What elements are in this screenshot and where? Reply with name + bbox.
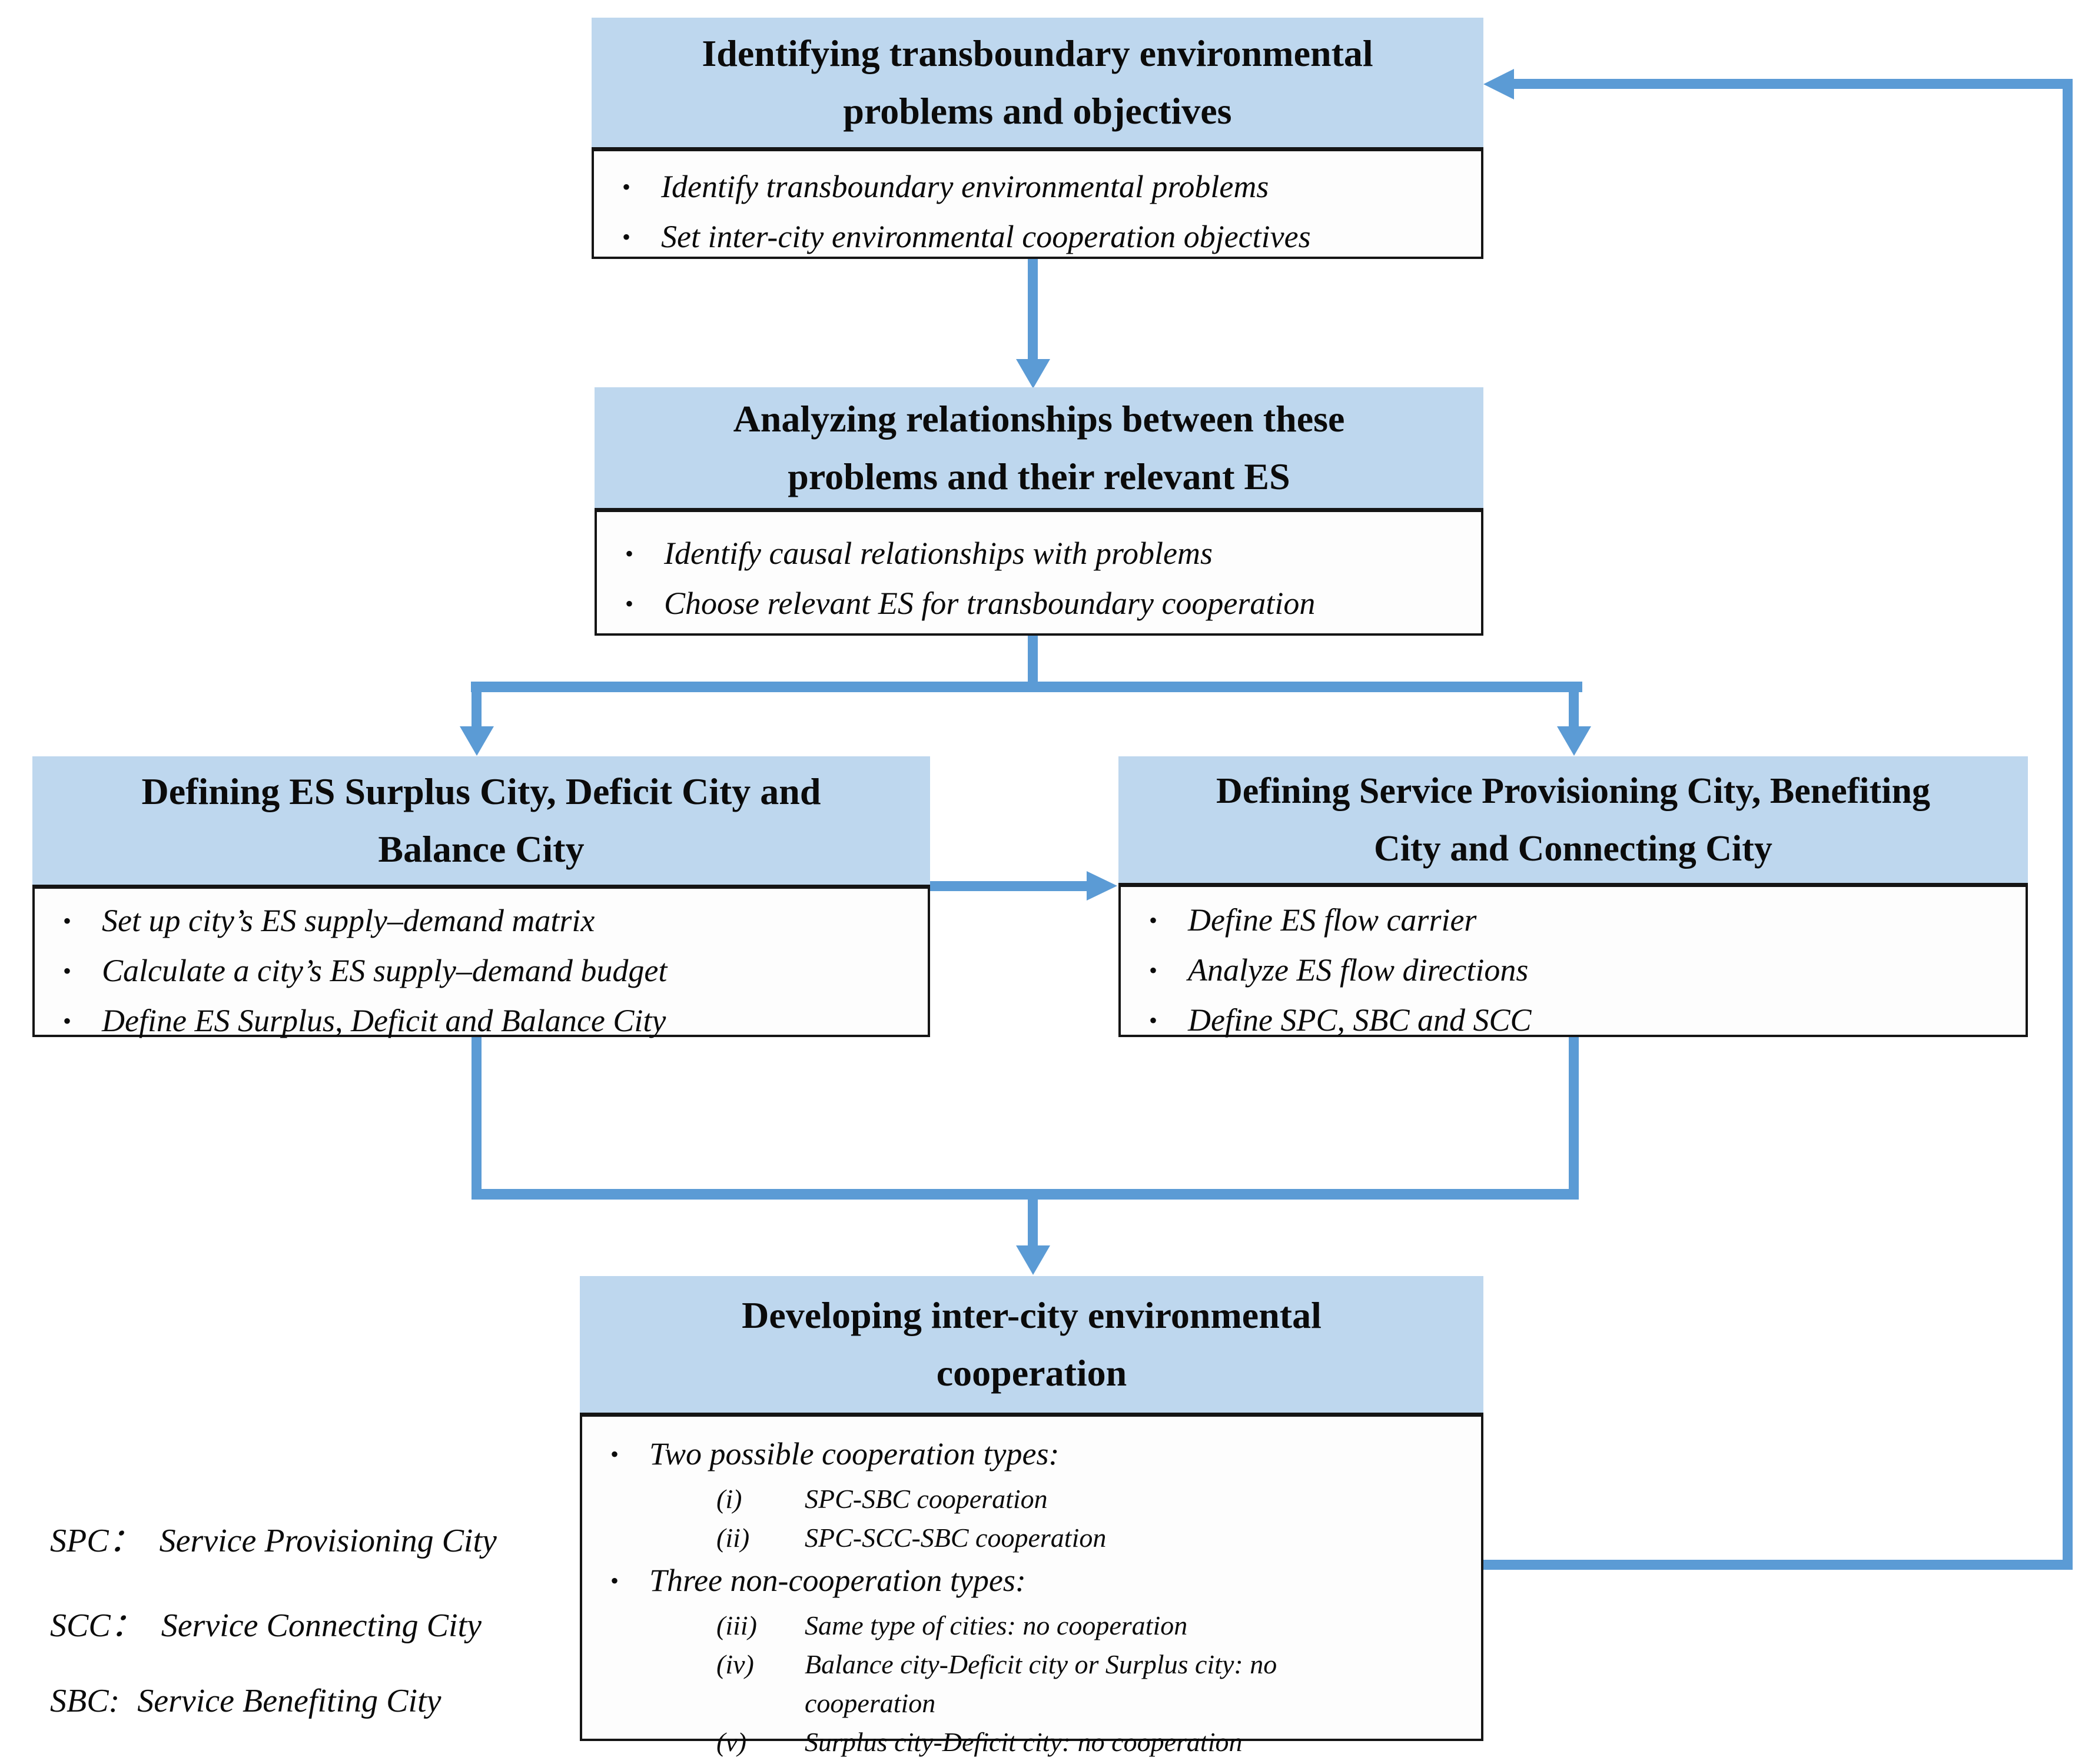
- bullet-item: Calculate a city’s ES supply–demand budg…: [63, 947, 914, 997]
- stage-analyze-body: Identify causal relationships with probl…: [595, 508, 1483, 636]
- legend-row-sbc: SBC: Service Benefiting City: [50, 1682, 441, 1720]
- stage-provisioning-title-line1: Defining Service Provisioning City, Bene…: [1216, 770, 1930, 811]
- stage-analyze-title-line1: Analyzing relationships between these: [733, 397, 1345, 440]
- branch-stub: [1028, 636, 1038, 683]
- sub-item-text: Same type of cities: no cooperation: [805, 1610, 1188, 1640]
- stage-analyze-title-line2: problems and their relevant ES: [788, 455, 1290, 497]
- stage-identify-title-line2: problems and objectives: [843, 90, 1232, 132]
- stage-surplus-body: Set up city’s ES supply–demand matrix Ca…: [32, 885, 930, 1038]
- bullet-item: Define ES flow carrier: [1149, 896, 2011, 946]
- legend-abbr: SPC: [50, 1523, 109, 1559]
- stage-developing-body: Two possible cooperation types: (i) SPC-…: [580, 1413, 1483, 1757]
- sub-item: (iv) Balance city-Deficit city or Surplu…: [716, 1645, 1467, 1723]
- sub-item-text: SPC-SBC cooperation: [805, 1484, 1048, 1514]
- sub-item-text: Surplus city-Deficit city: no cooperatio…: [805, 1727, 1243, 1757]
- merge-left-stub: [472, 1037, 482, 1190]
- sub-item-marker: (i): [716, 1484, 742, 1514]
- branch-right-shaft: [1569, 692, 1579, 726]
- bullet-item: Define ES Surplus, Deficit and Balance C…: [63, 997, 914, 1047]
- feedback-arrowhead: [1483, 69, 1514, 99]
- arrow-identify-to-analyze-head: [1016, 359, 1050, 388]
- stage-developing-title-line2: cooperation: [936, 1352, 1127, 1394]
- merge-down-arrowhead: [1016, 1245, 1050, 1275]
- stage-surplus-title-line1: Defining ES Surplus City, Deficit City a…: [141, 770, 821, 812]
- merge-right-stub: [1569, 1037, 1579, 1190]
- legend-abbr: SBC: [50, 1683, 109, 1719]
- bullet-item: Identify transboundary environmental pro…: [622, 163, 1467, 213]
- stage-surplus-title-line2: Balance City: [378, 828, 585, 870]
- sub-item-text: Balance city-Deficit city or Surplus cit…: [805, 1649, 1277, 1718]
- legend-label: Service Provisioning City: [159, 1523, 497, 1559]
- sub-item: (i) SPC-SBC cooperation: [716, 1480, 1467, 1519]
- legend-colon: ：: [108, 1523, 142, 1559]
- arrow-surplus-to-provisioning-shaft: [930, 881, 1088, 891]
- arrow-surplus-to-provisioning-head: [1087, 871, 1117, 901]
- branch-horizontal-bar: [471, 682, 1582, 692]
- legend-row-spc: SPC： Service Provisioning City: [50, 1514, 497, 1562]
- bullet-item: Set inter-city environmental cooperation…: [622, 213, 1467, 263]
- bullet-item: Identify causal relationships with probl…: [625, 530, 1467, 580]
- bullet-item: Define SPC, SBC and SCC: [1149, 996, 2011, 1047]
- stage-provisioning-title-line2: City and Connecting City: [1374, 828, 1772, 869]
- stage-surplus-header: Defining ES Surplus City, Deficit City a…: [32, 756, 930, 885]
- stage-provisioning-body: Define ES flow carrier Analyze ES flow d…: [1118, 883, 2028, 1038]
- branch-left-arrowhead: [460, 726, 494, 756]
- sub-item-marker: (iii): [716, 1610, 757, 1640]
- legend-label: Service Connecting City: [161, 1607, 482, 1644]
- branch-right-arrowhead: [1557, 726, 1591, 756]
- bullet-item: Analyze ES flow directions: [1149, 946, 2011, 996]
- feedback-right-vertical: [2063, 79, 2073, 1570]
- sub-item-marker: (ii): [716, 1523, 750, 1553]
- legend-abbr: SCC: [50, 1607, 111, 1644]
- stage-identify-header: Identifying transboundary environmental …: [592, 18, 1483, 147]
- bullet-item: Two possible cooperation types:: [610, 1431, 1467, 1480]
- stage-analyze-header: Analyzing relationships between these pr…: [595, 387, 1483, 508]
- legend-label: Service Benefiting City: [137, 1683, 441, 1719]
- bullet-item: Choose relevant ES for transboundary coo…: [625, 580, 1467, 630]
- feedback-top-bar: [1510, 79, 2073, 89]
- legend-colon: ：: [110, 1607, 144, 1644]
- sub-item-marker: (v): [716, 1727, 747, 1757]
- bullet-item: Set up city’s ES supply–demand matrix: [63, 897, 914, 947]
- stage-provisioning-header: Defining Service Provisioning City, Bene…: [1118, 756, 2028, 883]
- stage-identify-title-line1: Identifying transboundary environmental: [702, 32, 1373, 74]
- sub-item-marker: (iv): [716, 1649, 754, 1679]
- feedback-bottom-bar: [1483, 1560, 2073, 1570]
- legend-colon: :: [108, 1683, 120, 1719]
- stage-identify-body: Identify transboundary environmental pro…: [592, 147, 1483, 259]
- sub-item: (iii) Same type of cities: no cooperatio…: [716, 1606, 1467, 1645]
- sub-item-text: SPC-SCC-SBC cooperation: [805, 1523, 1107, 1553]
- bullet-item: Three non-cooperation types:: [610, 1557, 1467, 1606]
- stage-developing-header: Developing inter-city environmental coop…: [580, 1276, 1483, 1413]
- legend-row-scc: SCC： Service Connecting City: [50, 1599, 482, 1646]
- branch-left-shaft: [472, 692, 482, 726]
- arrow-identify-to-analyze-shaft: [1028, 259, 1038, 360]
- stage-developing-title-line1: Developing inter-city environmental: [742, 1294, 1322, 1336]
- merge-horizontal-bar: [472, 1189, 1579, 1200]
- sub-item: (ii) SPC-SCC-SBC cooperation: [716, 1519, 1467, 1557]
- merge-down-shaft: [1028, 1200, 1038, 1247]
- sub-item: (v) Surplus city-Deficit city: no cooper…: [716, 1723, 1467, 1762]
